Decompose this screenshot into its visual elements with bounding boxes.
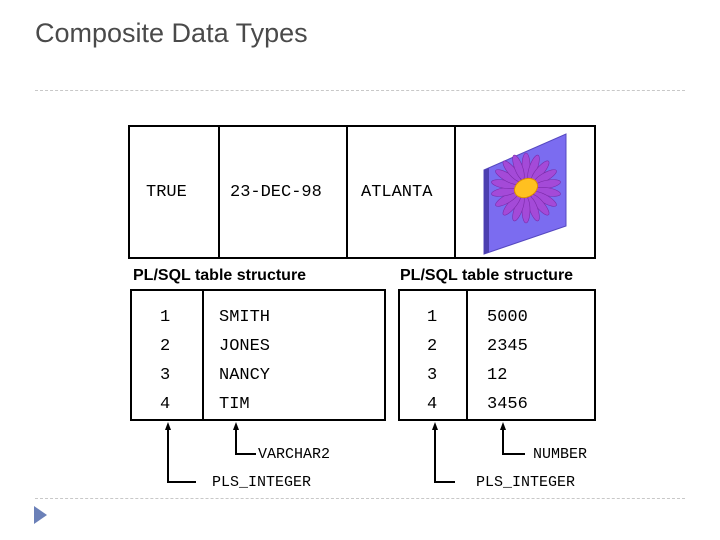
table-separator [466,291,468,419]
table-label-left: PL/SQL table structure [133,267,307,284]
record-field-boolean: TRUE [146,183,187,202]
top-divider [35,90,685,91]
value-cell: SMITH [219,308,271,327]
record-separator [454,127,456,257]
table-label-right: PL/SQL table structure [400,267,574,284]
arrowhead-icon [432,422,438,430]
left-value-type: VARCHAR2 [258,446,331,463]
value-column: SMITH JONES NANCY TIM [219,303,270,419]
right-key-type: PLS_INTEGER [476,474,576,491]
key-column: 1 2 3 4 [427,303,437,419]
key-cell: 3 [427,366,438,385]
value-cell: 5000 [487,308,528,327]
key-cell: 2 [427,337,438,356]
left-value-connector [235,428,256,455]
arrowhead-icon [500,422,506,430]
value-column: 5000 2345 12 3456 [487,303,528,419]
key-cell: 4 [427,395,438,414]
right-key-connector [434,428,455,483]
left-key-type: PLS_INTEGER [212,474,312,491]
record-field-date: 23-DEC-98 [230,183,322,202]
key-cell: 1 [427,308,438,327]
right-value-type: NUMBER [533,446,588,463]
value-cell: 2345 [487,337,528,356]
triangle-bullet-icon [34,506,47,524]
table-separator [202,291,204,419]
value-cell: 12 [487,366,508,385]
arrowhead-icon [233,422,239,430]
key-cell: 4 [160,395,171,414]
value-cell: NANCY [219,366,271,385]
slide-title: Composite Data Types [35,18,308,48]
flower-icon [483,133,567,255]
record-separator [346,127,348,257]
left-key-connector [167,428,196,483]
right-value-connector [502,428,525,455]
key-cell: 3 [160,366,171,385]
value-cell: 3456 [487,395,528,414]
arrowhead-icon [165,422,171,430]
key-cell: 1 [160,308,171,327]
key-cell: 2 [160,337,171,356]
value-cell: JONES [219,337,271,356]
record-box: TRUE 23-DEC-98 ATLANTA [128,125,596,259]
pl-sql-table-right: 1 2 3 4 5000 2345 12 3456 [398,289,596,421]
record-separator [218,127,220,257]
key-column: 1 2 3 4 [160,303,170,419]
pl-sql-table-left: 1 2 3 4 SMITH JONES NANCY TIM [130,289,386,421]
record-field-city: ATLANTA [361,183,433,202]
value-cell: TIM [219,395,250,414]
bottom-divider [35,498,685,499]
